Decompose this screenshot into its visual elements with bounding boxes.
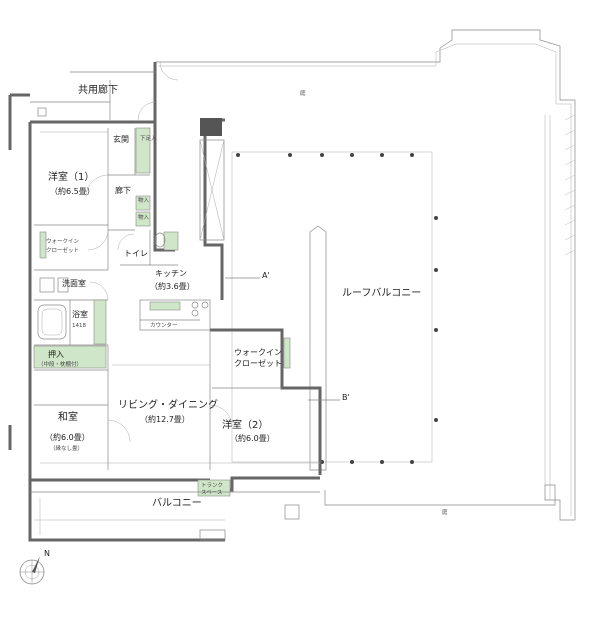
wic-label-1: ウォークイン	[234, 348, 282, 357]
roof-balcony-label: ルーフバルコニー	[342, 287, 421, 299]
japanese-note: （縁なし畳）	[50, 444, 83, 452]
bathroom-size: 1418	[72, 323, 86, 329]
right-edge-hatch	[564, 114, 576, 256]
trunk-label-1: トランク	[201, 482, 223, 489]
oshiire-note: （中段・枕棚付）	[38, 360, 82, 368]
washroom-label: 洗面室	[62, 278, 86, 288]
pergola-grid	[231, 151, 438, 471]
section-markers	[225, 277, 340, 401]
room-labels: 共用廊下 庭 庭 洋室（1） （約6.5畳） 玄関 下足入 廊下 トイレ キッチ…	[38, 83, 448, 558]
wic-label-2: クローゼット	[234, 358, 282, 368]
balcony-label: バルコニー	[152, 497, 202, 509]
storage-label-2: 物入	[138, 213, 150, 221]
fixtures	[37, 232, 209, 340]
unit-walls	[8, 62, 322, 542]
garden-top-label: 庭	[300, 89, 306, 97]
door-swings	[85, 61, 233, 443]
trunk-label-2: スペース	[201, 489, 222, 496]
counter-label: カウンター	[150, 321, 178, 329]
garden-bottom-label: 庭	[442, 508, 448, 516]
kitchen-size: （約3.6畳）	[150, 281, 195, 291]
storage-label-1: 物入	[138, 196, 150, 204]
roof-balcony-outline	[155, 29, 576, 521]
bathroom-label: 浴室	[72, 309, 88, 319]
western1-label: 洋室（1）	[48, 170, 94, 183]
compass-icon	[19, 556, 45, 585]
western2-size: （約6.0畳）	[230, 433, 275, 443]
balcony-area	[30, 491, 320, 541]
wic-small-label-2: クローゼット	[46, 246, 79, 254]
japanese-size: （約6.0畳）	[45, 432, 90, 442]
oshiire-label: 押入	[48, 349, 64, 359]
shoe-closet-label: 下足入	[140, 135, 157, 142]
marker-b-label: B'	[342, 393, 350, 402]
entrance-label: 玄関	[113, 134, 129, 144]
interior-walls	[34, 128, 320, 470]
japanese-label: 和室	[58, 410, 78, 423]
western2-label: 洋室（2）	[222, 418, 268, 431]
toilet-label: トイレ	[124, 249, 148, 258]
kitchen-label: キッチン	[155, 269, 187, 278]
north-label: N	[44, 549, 50, 558]
corridor-lines	[30, 71, 155, 120]
western1-size: （約6.5畳）	[50, 186, 95, 196]
living-label: リビング・ダイニング	[118, 398, 218, 411]
corridor-label: 共用廊下	[78, 83, 118, 96]
hallway-label: 廊下	[115, 185, 131, 195]
living-size: （約12.7畳）	[140, 414, 190, 424]
wic-small-label-1: ウォークイン	[46, 237, 80, 245]
marker-a-label: A'	[262, 271, 270, 280]
